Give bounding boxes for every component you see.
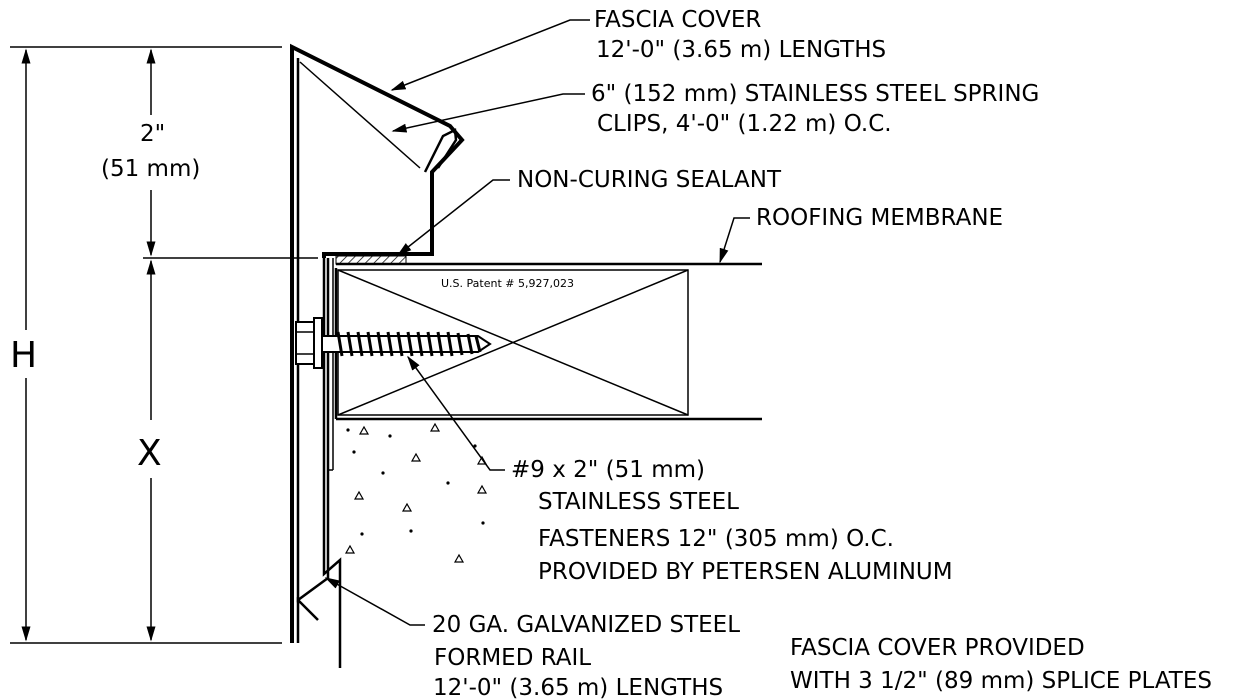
- concrete-dots: [346, 428, 485, 536]
- label-fascia-cover: FASCIA COVER: [594, 7, 761, 33]
- label-splice-note: FASCIA COVER PROVIDED: [790, 635, 1085, 661]
- fastener-screw: [295, 317, 492, 369]
- dimension-lines: [10, 46, 318, 644]
- roof-structure: [334, 262, 762, 421]
- label-fastener-spacing: FASTENERS 12" (305 mm) O.C.: [538, 526, 894, 552]
- patent-text: U.S. Patent # 5,927,023: [441, 277, 574, 290]
- concrete-substrate: [344, 422, 488, 563]
- label-fascia-cover-lengths: 12'-0" (3.65 m) LENGTHS: [596, 37, 886, 63]
- label-rail-formed: FORMED RAIL: [434, 645, 591, 671]
- dim-top-mm: (51 mm): [101, 156, 200, 182]
- label-spring-clips: 6" (152 mm) STAINLESS STEEL SPRING: [591, 81, 1039, 107]
- dim-top-inch: 2": [140, 121, 165, 147]
- label-rail-lengths: 12'-0" (3.65 m) LENGTHS: [433, 675, 723, 700]
- dim-h: H: [10, 335, 37, 376]
- label-rail-gauge: 20 GA. GALVANIZED STEEL: [432, 612, 740, 638]
- label-splice-plates: WITH 3 1/2" (89 mm) SPLICE PLATES: [790, 668, 1212, 694]
- label-fastener-size: #9 x 2" (51 mm): [511, 457, 705, 483]
- label-fastener-provider: PROVIDED BY PETERSEN ALUMINUM: [538, 559, 953, 585]
- dim-x: X: [137, 433, 162, 474]
- formed-rail: [322, 258, 342, 668]
- leader-lines: [324, 19, 750, 626]
- label-sealant: NON-CURING SEALANT: [517, 167, 782, 193]
- label-spring-clips-oc: CLIPS, 4'-0" (1.22 m) O.C.: [597, 111, 892, 137]
- label-membrane: ROOFING MEMBRANE: [756, 205, 1003, 231]
- label-fastener-material: STAINLESS STEEL: [538, 489, 739, 515]
